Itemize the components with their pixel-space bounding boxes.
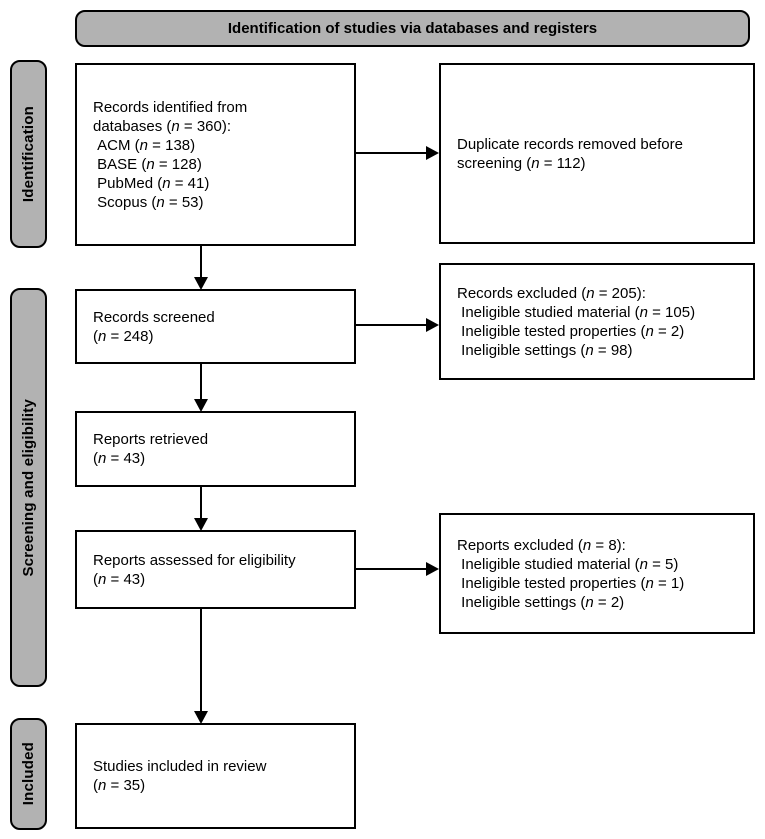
records-screened-box: Records screened(n = 248) (75, 289, 356, 364)
stage-label-screening-eligibility-text: Screening and eligibility (20, 398, 37, 577)
arrowhead-retrieved-to-assessed (194, 518, 208, 531)
header-title: Identification of studies via databases … (227, 20, 598, 37)
stage-label-screening-eligibility: Screening and eligibility (10, 288, 47, 687)
records-excluded-box: Records excluded (n = 205): Ineligible s… (439, 263, 755, 380)
header-banner: Identification of studies via databases … (75, 10, 750, 47)
arrowhead-assessed-to-reports-excluded (426, 562, 439, 576)
arrowhead-identified-to-duplicates (426, 146, 439, 160)
studies-included-box: Studies included in review(n = 35) (75, 723, 356, 829)
stage-label-included: Included (10, 718, 47, 830)
arrowhead-screened-to-retrieved (194, 399, 208, 412)
stage-label-identification-text: Identification (20, 105, 37, 203)
stage-label-identification: Identification (10, 60, 47, 248)
reports-retrieved-box: Reports retrieved(n = 43) (75, 411, 356, 487)
arrowhead-assessed-to-included (194, 711, 208, 724)
arrowhead-screened-to-excluded (426, 318, 439, 332)
reports-excluded-box: Reports excluded (n = 8): Ineligible stu… (439, 513, 755, 634)
arrowhead-identified-to-screened (194, 277, 208, 290)
reports-assessed-box: Reports assessed for eligibility(n = 43) (75, 530, 356, 609)
stage-label-included-text: Included (20, 742, 37, 806)
